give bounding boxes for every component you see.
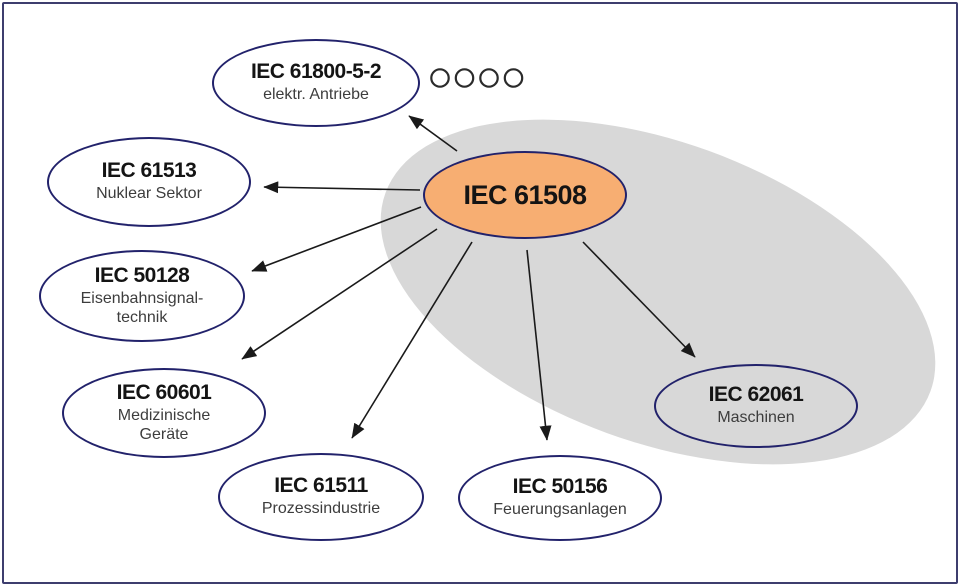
node-title: IEC 60601 <box>116 381 212 405</box>
more-standards-dot-icon <box>479 68 499 88</box>
arrow-node-iec-61508-to-node-iec-61511 <box>351 241 473 439</box>
node-sublabel: elektr. Antriebe <box>263 86 369 104</box>
node-iec-61508: IEC 61508 <box>423 151 627 239</box>
arrow-node-iec-61508-to-node-iec-61513 <box>263 181 421 194</box>
node-title: IEC 50128 <box>94 264 190 288</box>
more-standards-dot-icon <box>430 68 450 88</box>
more-standards-dot-icon <box>503 68 524 88</box>
node-sublabel: Eisenbahnsignal- technik <box>80 290 204 326</box>
arrow-node-iec-61508-to-node-iec-61800-5-2 <box>408 115 458 152</box>
node-title: IEC 62061 <box>708 383 804 407</box>
arrow-node-iec-61508-to-node-iec-62061 <box>582 241 696 358</box>
node-sublabel: Maschinen <box>717 409 795 427</box>
node-title: IEC 61513 <box>101 159 197 183</box>
node-title: IEC 61508 <box>463 179 587 210</box>
node-sublabel: Prozessindustrie <box>261 500 381 518</box>
more-standards-dot-icon <box>454 68 475 88</box>
node-iec-61800-5-2: IEC 61800-5-2 elektr. Antriebe <box>212 39 420 127</box>
node-sublabel: Medizinische Geräte <box>117 407 211 443</box>
node-sublabel: Feuerungsanlagen <box>493 501 627 519</box>
node-sublabel: Nuklear Sektor <box>96 185 202 203</box>
node-title: IEC 61800-5-2 <box>250 60 382 84</box>
arrow-node-iec-61508-to-node-iec-50128 <box>251 206 422 272</box>
arrow-node-iec-61508-to-node-iec-60601 <box>241 228 438 360</box>
node-title: IEC 61511 <box>274 474 368 498</box>
node-title: IEC 50156 <box>512 475 608 499</box>
arrow-node-iec-61508-to-node-iec-50156 <box>526 249 552 441</box>
